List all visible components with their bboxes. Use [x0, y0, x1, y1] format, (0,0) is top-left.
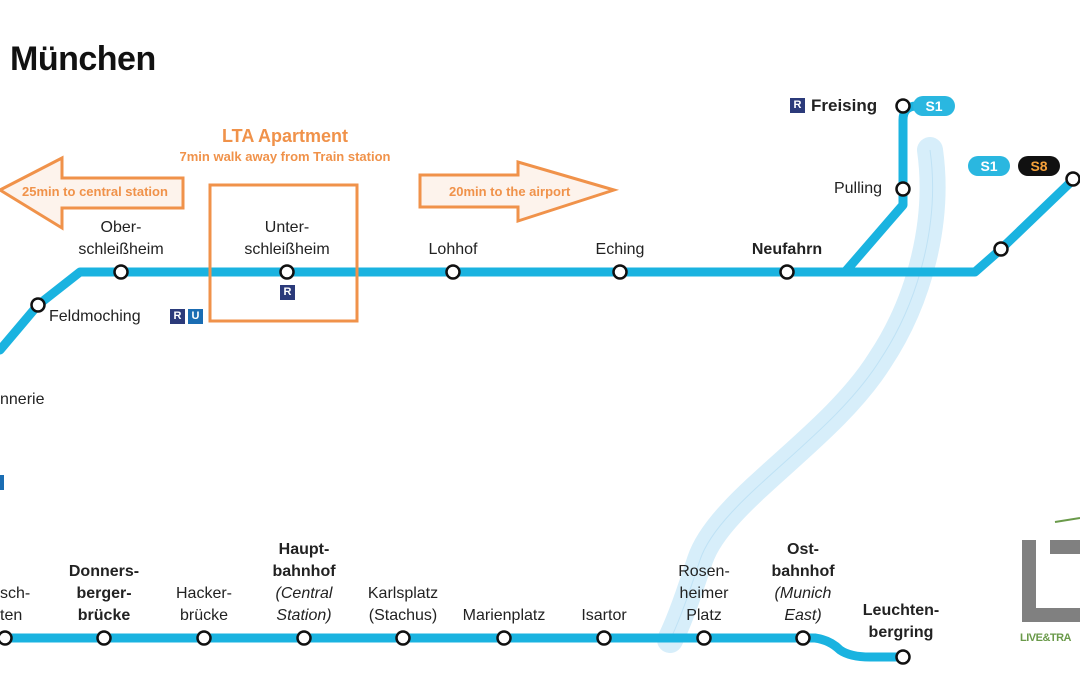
station-isartor[interactable] — [596, 630, 612, 646]
apartment-box — [208, 183, 359, 323]
label-hackerbruecke: Hacker- brücke — [144, 583, 264, 627]
label-unterschleissheim: Unter- schleißheim — [222, 217, 352, 261]
label-karlsplatz: Karlsplatz (Stachus) — [333, 583, 473, 627]
line-trunk — [0, 633, 908, 662]
arrow-right-text: 20min to the airport — [449, 184, 571, 199]
label-freising: Freising — [811, 96, 878, 115]
station-unterschleissheim[interactable] — [279, 264, 295, 280]
label-eching: Eching — [595, 241, 645, 258]
label-neufahrn: Neufahrn — [751, 241, 823, 258]
line-badge-s1-freising[interactable]: S1 — [913, 96, 955, 116]
station-oberschleissheim[interactable] — [113, 264, 129, 280]
label-line: (Central — [275, 585, 333, 602]
label-line: bergring — [868, 624, 934, 641]
label-hauptbahnhof: Haupt- bahnhof (Central Station) — [234, 539, 374, 627]
label-line: sch- — [0, 585, 31, 602]
station-marienplatz[interactable] — [496, 630, 512, 646]
station-east-branch[interactable] — [993, 241, 1009, 257]
label-line: Ost- — [787, 541, 819, 558]
regional-train-icon: R — [790, 98, 805, 113]
label-marienplatz: Marienplatz — [462, 607, 546, 624]
label-isartor: Isartor — [581, 607, 627, 624]
regional-train-icon: R — [170, 309, 185, 324]
map-title: München — [10, 40, 156, 78]
stations-south — [0, 630, 911, 665]
label-line: Ober- — [100, 219, 142, 236]
label-line: (Munich — [774, 585, 832, 602]
station-leuchtenbergring[interactable] — [895, 649, 911, 665]
label-line: Rosen- — [678, 563, 730, 580]
station-east-branch-end[interactable] — [1065, 171, 1080, 187]
label-line: Haupt- — [278, 541, 330, 558]
station-neufahrn[interactable] — [779, 264, 795, 280]
arrow-right — [418, 160, 620, 224]
u-marker-partial — [0, 475, 4, 490]
label-line: Unter- — [264, 219, 310, 236]
label-line: schleißheim — [244, 241, 330, 258]
label-line: bahnhof — [272, 563, 336, 580]
label-line: Leuchten- — [862, 602, 940, 619]
label-partial-south: sch- ten — [0, 583, 30, 627]
station-rosenheimer-platz[interactable] — [696, 630, 712, 646]
apartment-subtitle: 7min walk away from Train station — [179, 149, 391, 164]
station-partial-west[interactable] — [0, 630, 13, 646]
station-karlsplatz[interactable] — [395, 630, 411, 646]
label-feldmoching: Feldmoching — [49, 308, 141, 325]
label-line: Platz — [686, 607, 722, 624]
label-donnersbergerbruecke: Donners- berger- brücke — [44, 561, 164, 627]
regional-train-icon: R — [280, 285, 295, 300]
label-line: ten — [0, 607, 23, 624]
line-badge-s8[interactable]: S8 — [1018, 156, 1060, 176]
label-leuchtenbergring: Leuchten- bergring — [836, 600, 966, 644]
label-line: schleißheim — [78, 241, 164, 258]
arrow-left — [0, 155, 185, 231]
label-partial-north: nnerie — [0, 391, 45, 408]
label-line: bahnhof — [771, 563, 835, 580]
label-line: brücke — [77, 607, 131, 624]
station-feldmoching[interactable] — [30, 297, 46, 313]
label-rosenheimer-platz: Rosen- heimer Platz — [644, 561, 764, 627]
line-badge-s1[interactable]: S1 — [968, 156, 1010, 176]
arrow-left-text: 25min to central station — [22, 184, 168, 199]
label-ostbahnhof: Ost- bahnhof (Munich East) — [743, 539, 863, 627]
station-lohhof[interactable] — [445, 264, 461, 280]
station-freising[interactable] — [895, 98, 911, 114]
river-isar-edge — [669, 149, 934, 641]
label-line: heimer — [679, 585, 729, 602]
lta-logo — [1022, 517, 1080, 622]
station-hauptbahnhof[interactable] — [296, 630, 312, 646]
label-line: Hacker- — [175, 585, 232, 602]
label-line: (Stachus) — [368, 607, 438, 624]
station-ostbahnhof[interactable] — [795, 630, 811, 646]
line-s1-north — [0, 173, 1080, 355]
logo-text: LIVE&TRA — [1020, 632, 1072, 644]
label-line: Donners- — [68, 563, 140, 580]
station-pulling[interactable] — [895, 181, 911, 197]
stations-north — [30, 98, 1080, 313]
label-line: Karlsplatz — [367, 585, 439, 602]
label-line: East) — [784, 607, 822, 624]
label-lohhof: Lohhof — [428, 241, 478, 258]
label-line: brücke — [179, 607, 229, 624]
station-donnersbergerbruecke[interactable] — [96, 630, 112, 646]
label-pulling: Pulling — [833, 180, 882, 197]
label-line: berger- — [76, 585, 132, 602]
station-eching[interactable] — [612, 264, 628, 280]
apartment-title: LTA Apartment — [222, 126, 348, 146]
station-hackerbruecke[interactable] — [196, 630, 212, 646]
label-line: Station) — [276, 607, 332, 624]
ubahn-icon: U — [188, 309, 203, 324]
label-oberschleissheim: Ober- schleißheim — [56, 217, 186, 261]
